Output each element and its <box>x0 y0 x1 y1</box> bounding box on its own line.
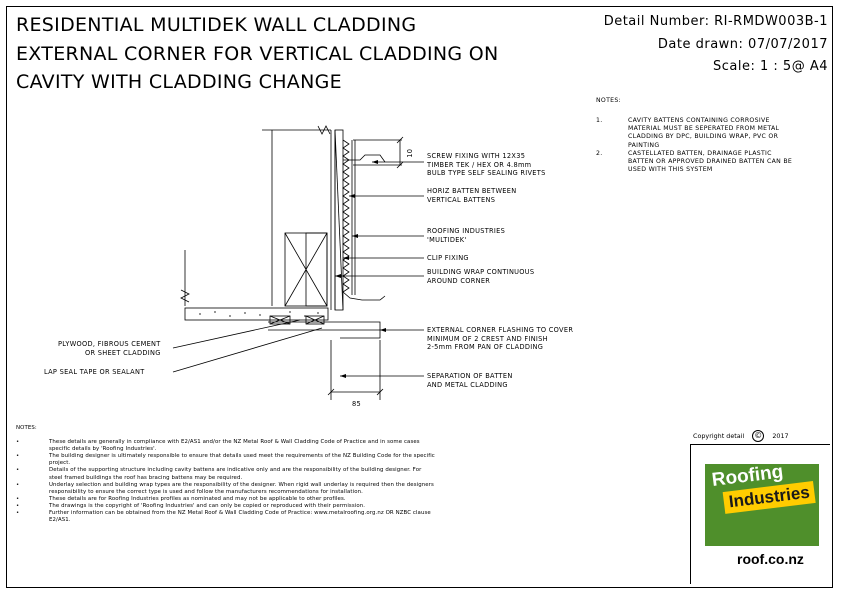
side-note-2-num: 2. <box>596 149 603 157</box>
title-line-2: EXTERNAL CORNER FOR VERTICAL CLADDING ON <box>16 43 499 65</box>
logo-box <box>690 444 830 584</box>
sheet-cladding <box>184 307 329 321</box>
side-note-1-text: CAVITY BATTENS CONTAINING CORROSIVE MATE… <box>628 117 780 149</box>
break-symbol-top <box>317 125 331 135</box>
side-note-1: 1. CAVITY BATTENS CONTAINING CORROSIVE M… <box>596 117 796 150</box>
side-note-1-num: 1. <box>596 117 603 124</box>
label-plywood: PLYWOOD, FIBROUS CEMENT OR SHEET CLADDIN… <box>58 340 161 357</box>
label-horiz-batten: HORIZ BATTEN BETWEEN VERTICAL BATTENS <box>427 187 517 204</box>
label-clip-fixing: CLIP FIXING <box>427 254 469 262</box>
bottom-note: •Details of the supporting structure inc… <box>16 467 422 481</box>
scale: Scale: 1 : 5@ A4 <box>713 59 828 74</box>
copyright: Copyright detail © 2017 <box>693 430 789 442</box>
label-multidek: ROOFING INDUSTRIES 'MULTIDEK' <box>427 227 506 244</box>
bottom-note: •Further information can be obtained fro… <box>16 510 431 524</box>
label-separation: SEPARATION OF BATTEN AND METAL CLADDING <box>427 372 513 389</box>
side-note-2: 2. CASTELLATED BATTEN, DRAINAGE PLASTIC … <box>596 150 796 175</box>
date-drawn: Date drawn: 07/07/2017 <box>657 37 828 52</box>
copyright-icon: © <box>752 430 765 442</box>
bottom-notes: NOTES: •These details are generally in c… <box>16 425 436 524</box>
drawing-frame <box>6 6 833 588</box>
label-corner-flashing: EXTERNAL CORNER FLASHING TO COVER MINIMU… <box>427 326 574 352</box>
multidek-profile <box>342 139 350 293</box>
bottom-notes-heading: NOTES: <box>16 425 37 431</box>
side-notes-heading: NOTES: <box>596 97 622 104</box>
bottom-note: •Underlay selection and building wrap ty… <box>16 481 434 495</box>
side-note-2-text: CASTELLATED BATTEN, DRAINAGE PLASTIC BAT… <box>628 149 793 174</box>
bottom-note: •These details are generally in complian… <box>16 439 420 453</box>
title-line-1: RESIDENTIAL MULTIDEK WALL CLADDING <box>16 14 417 36</box>
horiz-batten-right <box>305 315 325 325</box>
dimension-85: 85 <box>352 400 361 408</box>
bottom-note: •The building designer is ultimately res… <box>16 453 435 467</box>
break-symbol-left <box>180 289 190 303</box>
copyright-year: 2017 <box>772 432 789 440</box>
label-screw-fixing: SCREW FIXING WITH 12X35 TIMBER TEK / HEX… <box>427 152 546 178</box>
top-flashing <box>343 154 386 163</box>
bottom-note: •These details are for Roofing Industrie… <box>16 495 346 502</box>
bottom-note: •The drawings is the copyright of 'Roofi… <box>16 502 366 509</box>
bottom-flashing <box>342 291 386 301</box>
leader-plywood <box>172 319 301 349</box>
side-notes: 1. CAVITY BATTENS CONTAINING CORROSIVE M… <box>596 117 796 174</box>
logo-url: roof.co.nz <box>737 551 804 567</box>
label-building-wrap: BUILDING WRAP CONTINUOUS AROUND CORNER <box>427 268 535 285</box>
detail-number: Detail Number: RI-RMDW003B-1 <box>603 14 828 29</box>
title-line-3: CAVITY WITH CLADDING CHANGE <box>16 71 342 93</box>
dimension-10: 10 <box>406 148 415 158</box>
label-lap-seal: LAP SEAL TAPE OR SEALANT <box>44 368 145 376</box>
copyright-label: Copyright detail <box>693 432 745 440</box>
leader-lap <box>172 327 323 373</box>
